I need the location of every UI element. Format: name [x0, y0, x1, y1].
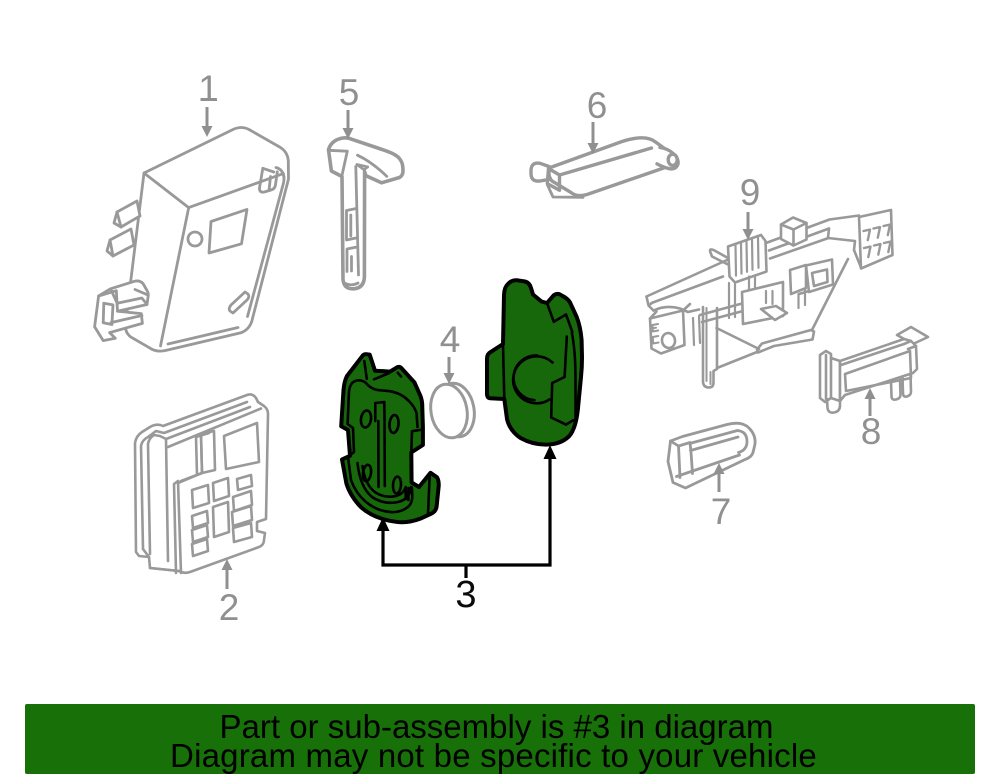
svg-text:Part or sub-assembly is #3 in: Part or sub-assembly is #3 in diagram [220, 708, 774, 745]
svg-text:5: 5 [339, 72, 360, 113]
svg-text:6: 6 [587, 85, 608, 126]
svg-text:4: 4 [440, 319, 461, 360]
svg-text:2: 2 [219, 587, 240, 628]
svg-text:Diagram may not be specific to: Diagram may not be specific to your vehi… [170, 737, 817, 774]
svg-text:7: 7 [711, 491, 732, 532]
svg-text:9: 9 [740, 172, 761, 213]
svg-text:8: 8 [861, 411, 882, 452]
svg-text:1: 1 [198, 68, 219, 109]
svg-text:3: 3 [455, 574, 476, 616]
